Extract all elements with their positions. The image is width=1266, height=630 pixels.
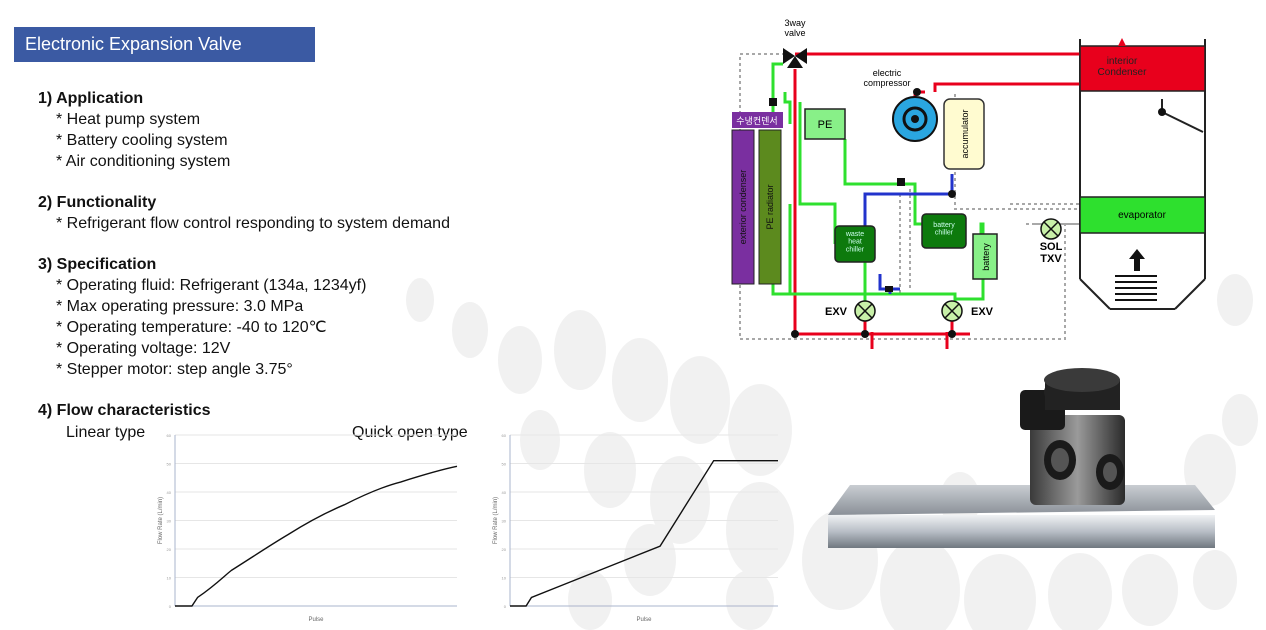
section-functionality: 2) Functionality * Refrigerant flow cont… (38, 192, 558, 234)
battery-label: battery (981, 243, 991, 271)
list-item: * Stepper motor: step angle 3.75° (56, 361, 293, 378)
pe-radiator-label: PE radiator (765, 184, 775, 229)
y-tick-label: 40 (167, 490, 172, 495)
waste-heat-chiller-box (834, 225, 876, 263)
pe-label: PE (818, 119, 833, 131)
y-tick-label: 60 (502, 433, 507, 438)
content-list: 1) Application * Heat pump system * Batt… (38, 88, 558, 421)
accumulator-label: accumulator (960, 109, 970, 158)
product-display (828, 368, 1215, 548)
y-tick-label: 30 (167, 519, 172, 524)
evaporator-label: evaporator (1118, 210, 1166, 221)
section-specification: 3) Specification * Operating fluid: Refr… (38, 254, 558, 380)
x-axis-label: Pulse (308, 617, 324, 623)
pe-radiator-box (758, 129, 782, 285)
airflow-icon (1115, 249, 1157, 301)
y-tick-label: 0 (504, 604, 507, 609)
linear-type-label: Linear type (66, 424, 146, 441)
y-tick-label: 50 (167, 462, 172, 467)
battery-box (972, 233, 998, 280)
list-item: * Operating fluid: Refrigerant (134a, 12… (56, 277, 367, 294)
shelf-front (828, 515, 1215, 548)
y-tick-label: 0 (169, 604, 172, 609)
data-line (175, 465, 458, 607)
exv-right-valve-icon (941, 300, 963, 322)
list-item: * Air conditioning system (56, 153, 231, 170)
pe-box (804, 108, 846, 140)
exterior-condenser-label: exterior condenser (738, 170, 748, 245)
interior-condenser-box (1079, 45, 1206, 92)
data-line (510, 459, 778, 607)
list-item: * Operating temperature: -40 to 120℃ (56, 319, 327, 336)
exv-left-label: EXV (825, 306, 848, 318)
section-heading: 2) Functionality (38, 194, 157, 211)
section-heading: 1) Application (38, 90, 144, 107)
exv-right-label: EXV (971, 306, 994, 318)
section-heading: 3) Specification (38, 256, 157, 273)
y-tick-label: 40 (502, 490, 507, 495)
slide-title: Electronic Expansion Valve (14, 27, 315, 62)
x-axis-label: Pulse (636, 617, 652, 623)
y-tick-label: 10 (167, 576, 172, 581)
y-tick-label: 20 (502, 547, 507, 552)
y-tick-label: 20 (167, 547, 172, 552)
battery-chiller-box (921, 213, 967, 249)
y-axis-label: Flow Rate (L/min) (158, 497, 164, 544)
list-item: * Max operating pressure: 3.0 MPa (56, 298, 304, 315)
water-condenser-label-box (732, 112, 783, 128)
section-heading: 4) Flow characteristics (38, 402, 211, 419)
section-flow: 4) Flow characteristics (38, 400, 558, 421)
exv-left-valve-icon (854, 300, 876, 322)
y-tick-label: 10 (502, 576, 507, 581)
list-item: * Battery cooling system (56, 132, 228, 149)
list-item: * Refrigerant flow control responding to… (56, 215, 450, 232)
y-tick-label: 60 (167, 433, 172, 438)
y-axis-label: Flow Rate (L/min) (493, 497, 499, 544)
list-item: * Heat pump system (56, 111, 201, 128)
shelf-top (828, 485, 1215, 515)
three-way-valve-icon (783, 48, 807, 68)
y-tick-label: 50 (502, 462, 507, 467)
list-item: * Operating voltage: 12V (56, 340, 231, 357)
exv-product-image (1020, 368, 1125, 505)
water-condenser-label: 수냉컨덴서 (736, 116, 777, 126)
accumulator-box (943, 98, 985, 170)
section-application: 1) Application * Heat pump system * Batt… (38, 88, 558, 172)
exterior-condenser-box (731, 129, 755, 285)
quick-open-type-label: Quick open type (352, 424, 468, 441)
y-tick-label: 30 (502, 519, 507, 524)
evaporator-box (1079, 196, 1206, 234)
sol-txv-valve-icon (1040, 218, 1062, 240)
